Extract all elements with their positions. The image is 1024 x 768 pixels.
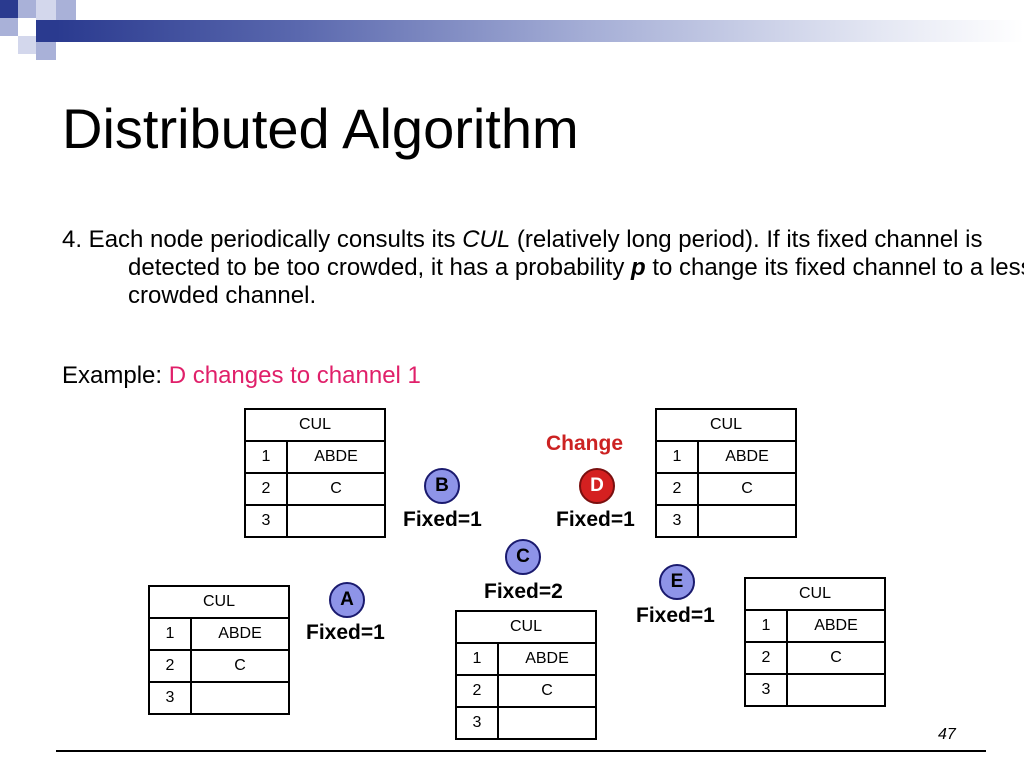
bullet-probability: p (630, 254, 646, 281)
channel-number: 1 (244, 440, 288, 474)
channel-number: 1 (655, 440, 699, 474)
channel-users: C (286, 472, 386, 506)
corner-square (36, 0, 56, 20)
bullet-mid: (relatively long period). If its fixed c… (128, 226, 983, 281)
example-label: Example: (62, 362, 169, 389)
channel-number: 2 (744, 641, 788, 675)
channel-number: 1 (455, 642, 499, 676)
channel-users: ABDE (497, 642, 597, 676)
node-a-fixed-label: Fixed=1 (306, 621, 385, 644)
channel-users: ABDE (697, 440, 797, 474)
channel-number: 1 (148, 617, 192, 651)
corner-square (18, 0, 36, 18)
corner-square (56, 0, 76, 20)
channel-number: 3 (744, 673, 788, 707)
channel-users: C (190, 649, 290, 683)
bullet-term-cul: CUL (462, 226, 511, 253)
bullet-tail: to change its fixed channel to a less cr… (128, 254, 1024, 309)
node-b: B (424, 468, 460, 504)
channel-number: 2 (655, 472, 699, 506)
channel-number: 2 (244, 472, 288, 506)
footer-rule (56, 750, 986, 752)
title-gradient-bar (56, 20, 1024, 42)
channel-users (286, 504, 386, 538)
corner-square (18, 36, 36, 54)
channel-number: 3 (655, 504, 699, 538)
channel-number: 3 (244, 504, 288, 538)
corner-square (0, 0, 18, 18)
channel-users: C (697, 472, 797, 506)
node-b-fixed-label: Fixed=1 (403, 508, 482, 531)
channel-users (786, 673, 886, 707)
node-d: D (579, 468, 615, 504)
node-c: C (505, 539, 541, 575)
channel-users: ABDE (286, 440, 386, 474)
corner-square (0, 18, 18, 36)
cul-header: CUL (744, 577, 886, 611)
node-d-fixed-label: Fixed=1 (556, 508, 635, 531)
node-e: E (659, 564, 695, 600)
channel-number: 1 (744, 609, 788, 643)
corner-square (36, 42, 56, 60)
channel-users (190, 681, 290, 715)
channel-number: 3 (148, 681, 192, 715)
channel-users: C (786, 641, 886, 675)
node-c-fixed-label: Fixed=2 (484, 580, 563, 603)
channel-users: ABDE (786, 609, 886, 643)
channel-number: 3 (455, 706, 499, 740)
page-number: 47 (938, 726, 956, 743)
channel-users: ABDE (190, 617, 290, 651)
cul-header: CUL (455, 610, 597, 644)
channel-number: 2 (148, 649, 192, 683)
channel-users: C (497, 674, 597, 708)
cul-header: CUL (655, 408, 797, 442)
corner-square (36, 20, 56, 42)
channel-users (497, 706, 597, 740)
channel-number: 2 (455, 674, 499, 708)
node-a: A (329, 582, 365, 618)
channel-users (697, 504, 797, 538)
bullet-point-4: 4. Each node periodically consults its C… (62, 226, 1024, 310)
node-d-change-label: Change (546, 432, 624, 455)
cul-header: CUL (148, 585, 290, 619)
example-line: Example: D changes to channel 1 (62, 362, 421, 390)
node-e-fixed-label: Fixed=1 (636, 604, 715, 627)
slide-title: Distributed Algorithm (62, 97, 579, 160)
cul-header: CUL (244, 408, 386, 442)
bullet-lead: 4. Each node periodically consults its (62, 226, 463, 253)
example-text: D changes to channel 1 (168, 362, 421, 389)
